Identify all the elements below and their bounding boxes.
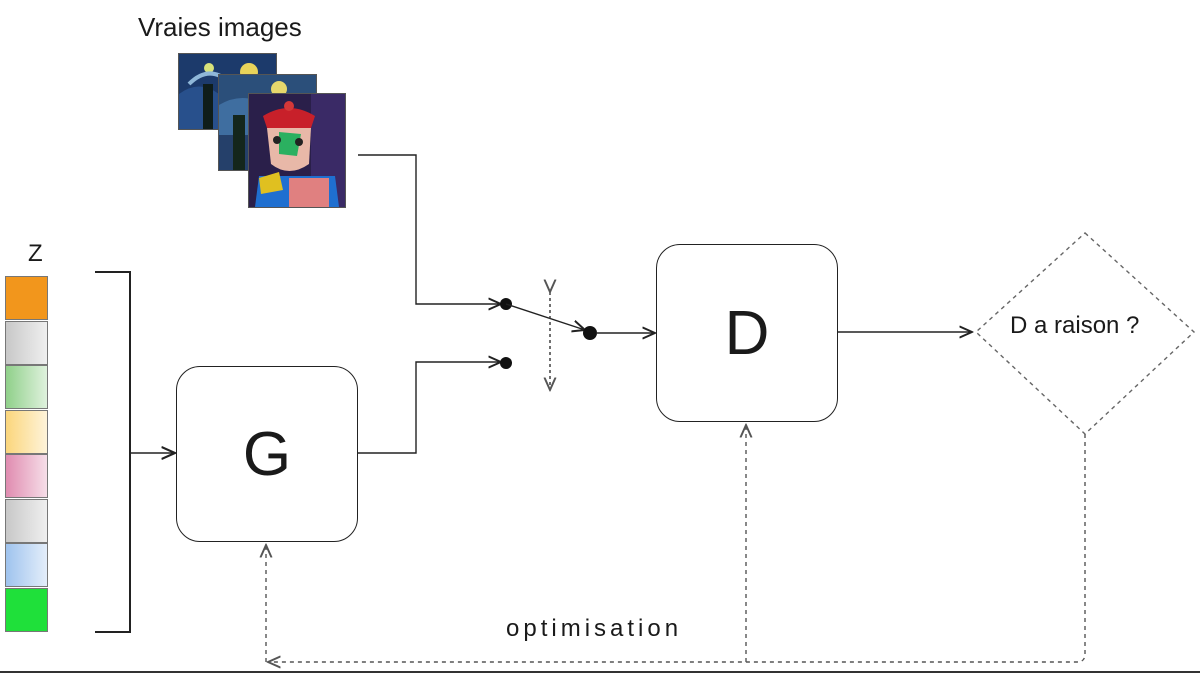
generator-box: G [176,366,358,542]
optimisation-label: optimisation [506,615,683,642]
z-vector-cell [5,409,48,454]
z-bracket [95,271,131,633]
z-vector-cell [5,587,48,632]
switch-pivot [583,326,597,340]
switch-lever [505,303,585,330]
switch-contact-fake [500,357,512,369]
z-vector-cell [5,320,48,365]
z-vector-cell [5,543,48,587]
generator-label: G [242,419,292,489]
z-label: Z [28,240,43,267]
z-vector-cell [5,276,48,320]
discriminator-box: D [656,244,838,422]
picasso-portrait-painting [248,93,346,208]
feedback-line [268,434,1086,662]
real-images-line [358,154,501,304]
z-vector-cell [5,365,48,409]
decision-label: D a raison ? [1010,312,1140,339]
z-vector-cell [5,498,48,543]
z-vector-cell [5,454,48,498]
real-images-label: Vraies images [138,12,302,42]
generator-output-line [358,362,501,454]
discriminator-label: D [724,298,770,368]
